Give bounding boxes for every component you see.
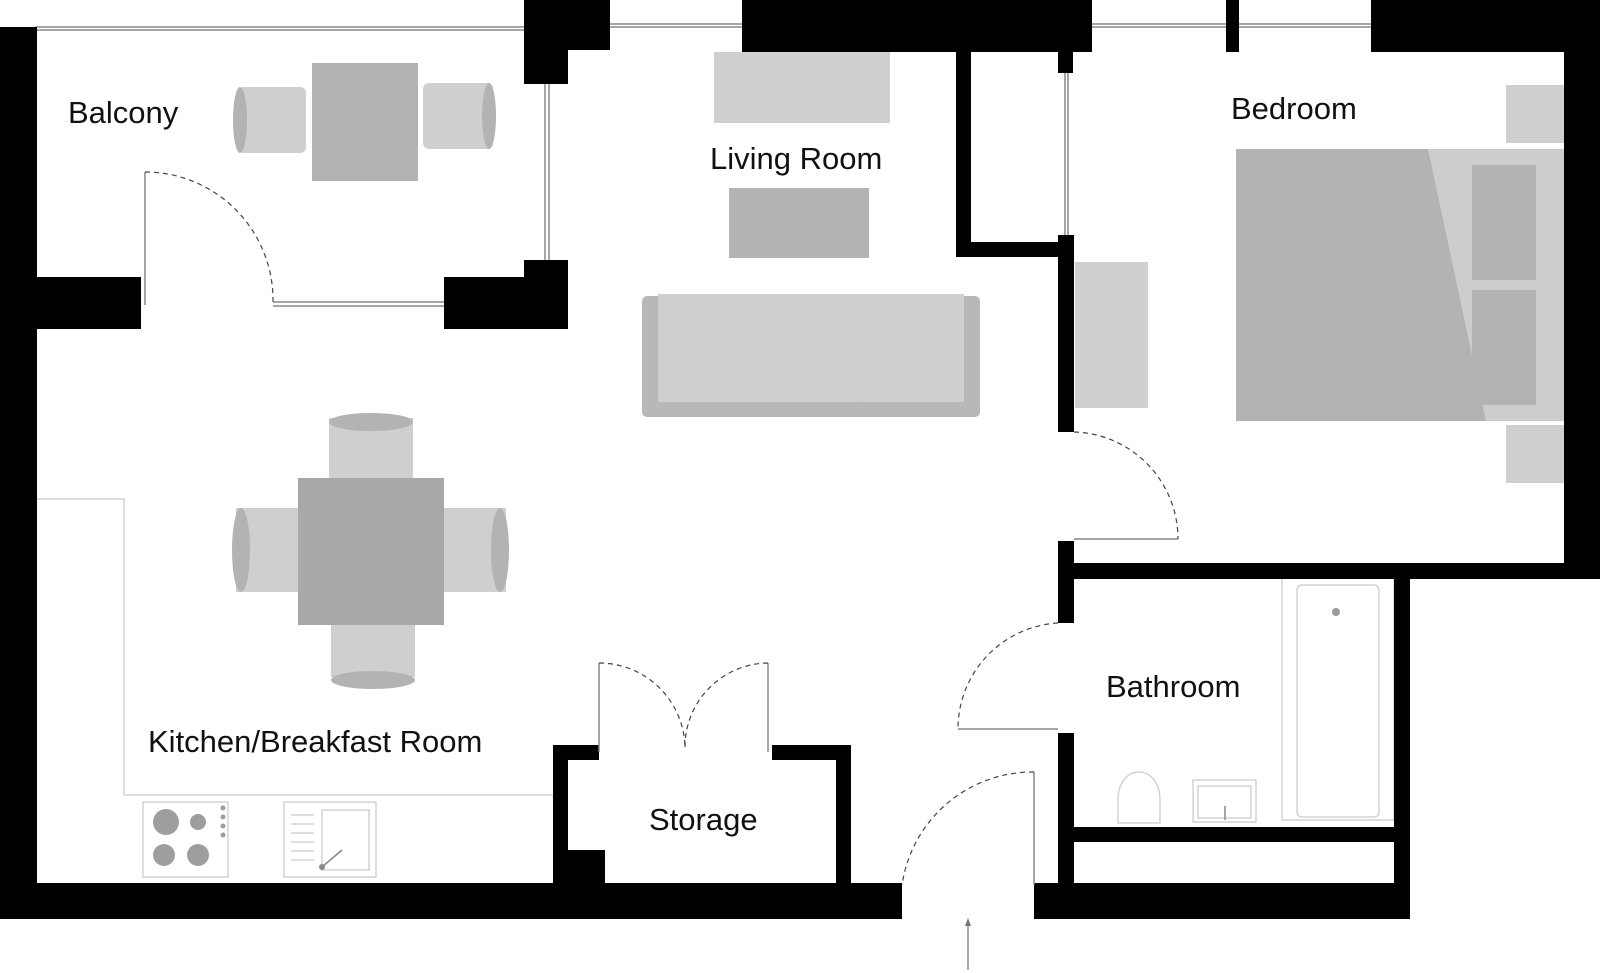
wall-bathroom-left	[1058, 733, 1074, 919]
wall-left	[0, 27, 37, 919]
hob-icon	[142, 801, 229, 878]
door-swing-arc-icon[interactable]	[598, 662, 769, 752]
wall-top-living-stub	[1058, 52, 1073, 73]
kitchen-sink	[283, 801, 377, 878]
windows	[35, 23, 1371, 263]
dining-chair-right-back	[491, 508, 509, 592]
room-label-bedroom: Bedroom	[1231, 91, 1357, 126]
door-swing-arc-icon[interactable]	[1073, 431, 1179, 540]
wall-balcony-bottom-left	[37, 277, 141, 329]
sofa-cushions	[658, 294, 964, 402]
wall-storage-top-left	[553, 745, 599, 760]
wall-right-bedroom	[1564, 0, 1600, 579]
wall-top-pillar	[1226, 0, 1239, 52]
doors	[144, 171, 1179, 970]
pillow-bottom	[1472, 290, 1536, 405]
coffee-table	[729, 188, 869, 258]
balcony-chair-left-back	[233, 87, 247, 153]
furniture	[37, 52, 1564, 878]
wall-top-bedroom	[1371, 0, 1600, 52]
kitchen-counter	[37, 498, 555, 796]
dining-chair-bottom-back	[331, 671, 415, 689]
wall-pier-2	[524, 0, 610, 50]
room-label-storage: Storage	[649, 802, 758, 837]
room-label-balcony: Balcony	[68, 95, 179, 130]
room-label-bathroom: Bathroom	[1106, 669, 1240, 704]
wall-pier-1	[524, 260, 568, 285]
room-label-kitchen: Kitchen/Breakfast Room	[148, 724, 482, 759]
room-label-living-room: Living Room	[710, 141, 882, 176]
bedside-table-top	[1506, 85, 1564, 143]
wall-balcony-bottom-right	[444, 277, 568, 329]
sink-icon	[1192, 779, 1257, 823]
door-swing-arc-icon[interactable]	[957, 622, 1059, 730]
wall-alcove-bottom	[956, 242, 1073, 257]
wall-storage-right	[836, 745, 851, 919]
door-swing-arc-icon[interactable]	[144, 171, 444, 307]
tv-unit	[714, 52, 890, 123]
balcony-chair-left	[238, 87, 306, 153]
balcony-chair-right-back	[482, 83, 496, 149]
wall-bottom-right	[1034, 883, 1406, 919]
wall-bedroom-left-upper	[1058, 235, 1074, 432]
toilet-icon	[1117, 771, 1161, 824]
wall-storage-top-right	[772, 745, 851, 760]
wall-pier-2b	[524, 50, 568, 84]
wardrobe	[1075, 262, 1148, 408]
dining-chair-left-back	[232, 508, 250, 592]
dining-chair-top-back	[329, 413, 413, 431]
wall-storage-block	[553, 850, 605, 919]
wall-bottom-left	[0, 883, 902, 919]
entrance-arrow-icon	[965, 918, 971, 970]
balcony-chair-right	[423, 83, 493, 149]
room-labels: Balcony Living Room Bedroom Kitchen/Brea…	[68, 91, 1357, 837]
wall-bedroom-left-lower	[1058, 541, 1074, 623]
walls	[0, 0, 1600, 919]
wall-alcove-left	[956, 52, 971, 256]
wall-right-bathroom	[1394, 563, 1410, 919]
door-swing-arc-icon[interactable]	[901, 771, 1035, 886]
wall-bedroom-bottom	[1058, 563, 1600, 579]
bath-drain	[1332, 608, 1340, 616]
pillow-top	[1472, 165, 1536, 280]
wall-top-living	[742, 0, 1092, 52]
bed-duvet	[1236, 149, 1486, 421]
bedside-table-bottom	[1506, 425, 1564, 483]
balcony-table	[312, 63, 418, 181]
wall-bathroom-shelf	[1058, 827, 1410, 842]
dining-table	[298, 478, 444, 625]
bath	[1296, 584, 1380, 818]
